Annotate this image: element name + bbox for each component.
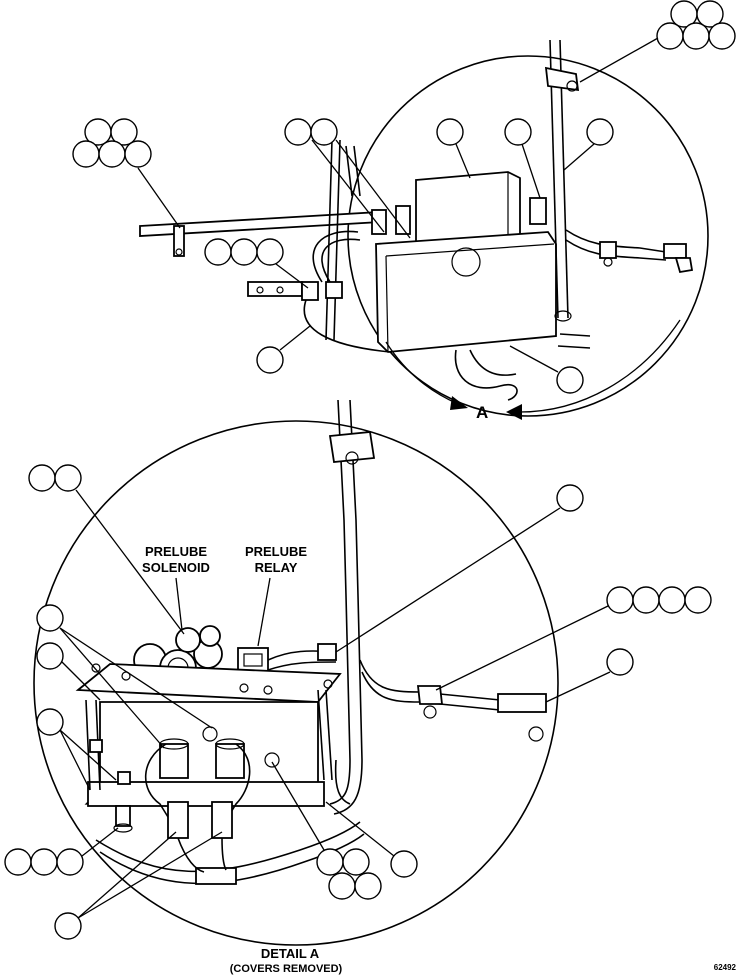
callout-upper-box <box>436 118 471 179</box>
prelube-solenoid-label-line2: SOLENOID <box>142 560 210 575</box>
relay-wire-2 <box>267 661 337 671</box>
upper-relay-box <box>371 205 557 353</box>
prelube-solenoid-leader <box>175 577 183 631</box>
prelube-relay-leader <box>257 577 271 647</box>
upper-detail-circle <box>347 55 709 417</box>
callout-pair-detail-top-left <box>28 464 185 635</box>
detail-a-title: DETAIL A <box>261 946 320 961</box>
callout-detail-bottom-hoses <box>54 831 223 940</box>
callout-group-detail-right <box>435 586 712 691</box>
callout-detail-left-1 <box>36 604 213 749</box>
upper-connector <box>529 197 547 225</box>
detail-right-harness <box>359 659 547 742</box>
callout-detail-right-connector <box>545 648 634 703</box>
view-a-marker: A <box>476 403 488 422</box>
right-vertical-tube <box>544 39 580 322</box>
detail-vertical-harness <box>328 399 376 815</box>
callout-detail-left-2 <box>36 642 101 701</box>
detail-a-circle <box>33 420 559 946</box>
detail-a-subtitle: (COVERS REMOVED) <box>230 963 343 975</box>
prelube-relay-label-line1: PRELUBE <box>245 544 307 559</box>
callout-upper-connector <box>504 118 541 199</box>
detail-filter-canisters <box>159 738 245 779</box>
callout-group-detail-bottom-left <box>4 827 119 876</box>
detail-mounting-plate <box>75 663 342 703</box>
view-a-arrows <box>385 319 681 420</box>
upper-right-harness <box>565 229 694 274</box>
callout-upper-loop-wire <box>256 325 311 374</box>
callout-group-detail-bottom-middle <box>271 761 382 900</box>
prelube-solenoid-label-line1: PRELUBE <box>145 544 207 559</box>
upper-lower-wires <box>454 333 591 401</box>
prelube-relay-label-line2: RELAY <box>255 560 298 575</box>
callout-group-top-right <box>579 0 736 83</box>
callout-upper-lower-wire <box>509 345 584 394</box>
callout-group-upper-left <box>72 118 181 229</box>
relay-wire-connector <box>317 643 337 661</box>
figure-number: 62492 <box>714 963 737 972</box>
callout-detail-harness-clamp <box>335 484 584 653</box>
callout-pair-upper-middle <box>284 118 411 239</box>
detail-support-struts <box>85 689 333 791</box>
detail-manifold-block <box>84 701 325 807</box>
detail-base-bolt <box>113 805 133 833</box>
callout-detail-bottom-right <box>325 801 418 878</box>
callout-upper-tube <box>563 118 614 171</box>
upper-left-bracket <box>247 230 391 353</box>
callout-group-upper-bracket <box>204 238 309 289</box>
callout-detail-left-3 <box>36 708 117 791</box>
